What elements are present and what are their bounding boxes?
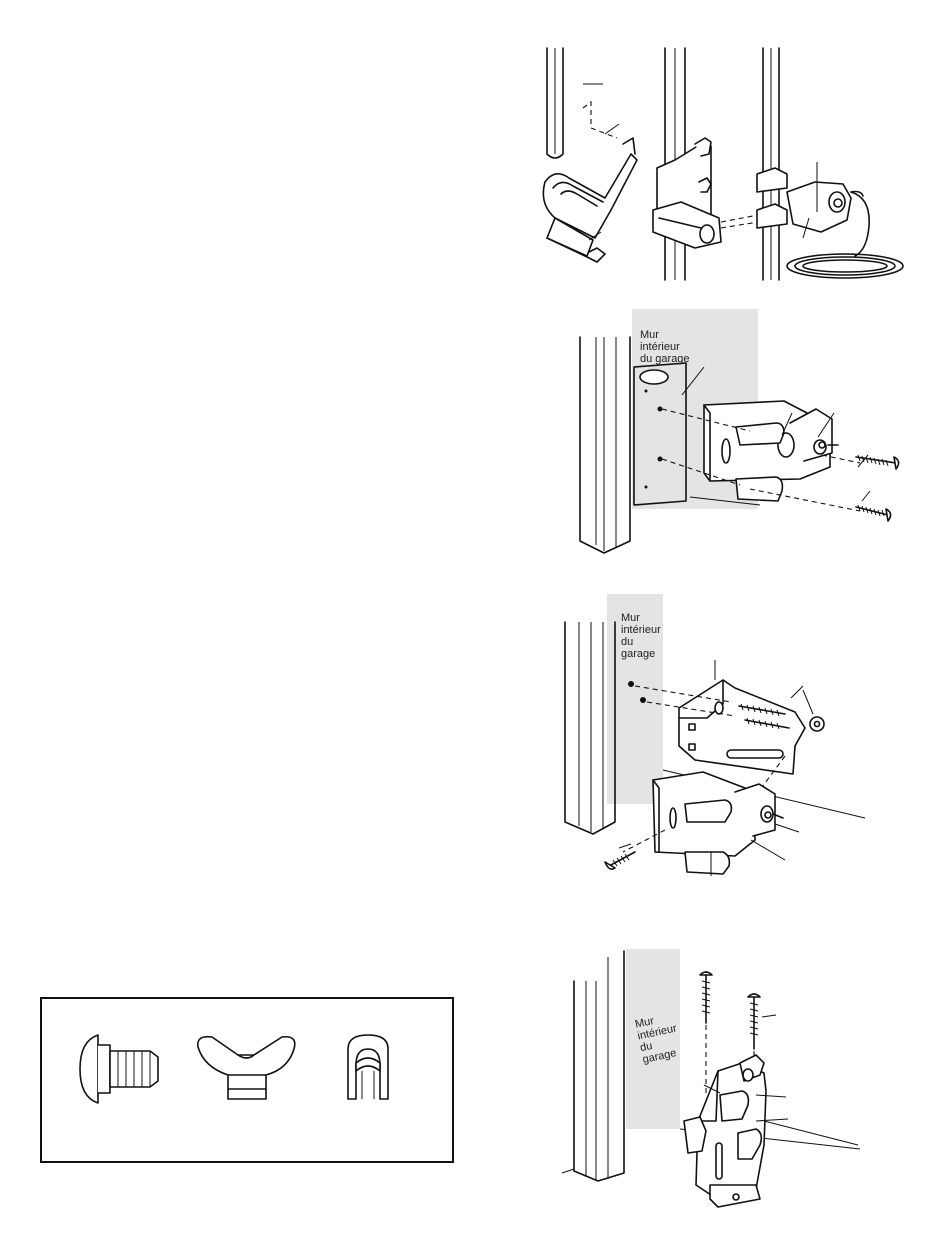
figure-3-drawing — [555, 590, 885, 880]
insulated-staple-icon — [348, 1035, 388, 1099]
figure-3-corner-mount: Mur intérieur du garage — [555, 590, 885, 880]
wing-nut-icon — [198, 1037, 295, 1099]
carriage-bolt-icon — [80, 1035, 158, 1103]
figure-1-drawing — [525, 42, 905, 292]
figure-1-rail-bracket-sequence — [525, 42, 905, 292]
hardware-drawings — [42, 999, 452, 1161]
figure-4-drawing — [560, 945, 870, 1215]
figure-2-drawing — [560, 305, 910, 555]
rail-view-a — [543, 48, 637, 262]
rail-view-c — [757, 48, 903, 280]
screw-lower — [856, 505, 891, 521]
wall-label-fig3: Mur intérieur du garage — [621, 612, 661, 660]
figure-2-wall-mount: Mur intérieur du garage — [560, 305, 910, 555]
wall-label-fig2: Mur intérieur du garage — [640, 329, 690, 365]
rail-view-b — [653, 48, 785, 280]
hardware-box — [40, 997, 454, 1163]
figure-4-floor-mount: Mur intérieur du garage — [560, 945, 870, 1215]
